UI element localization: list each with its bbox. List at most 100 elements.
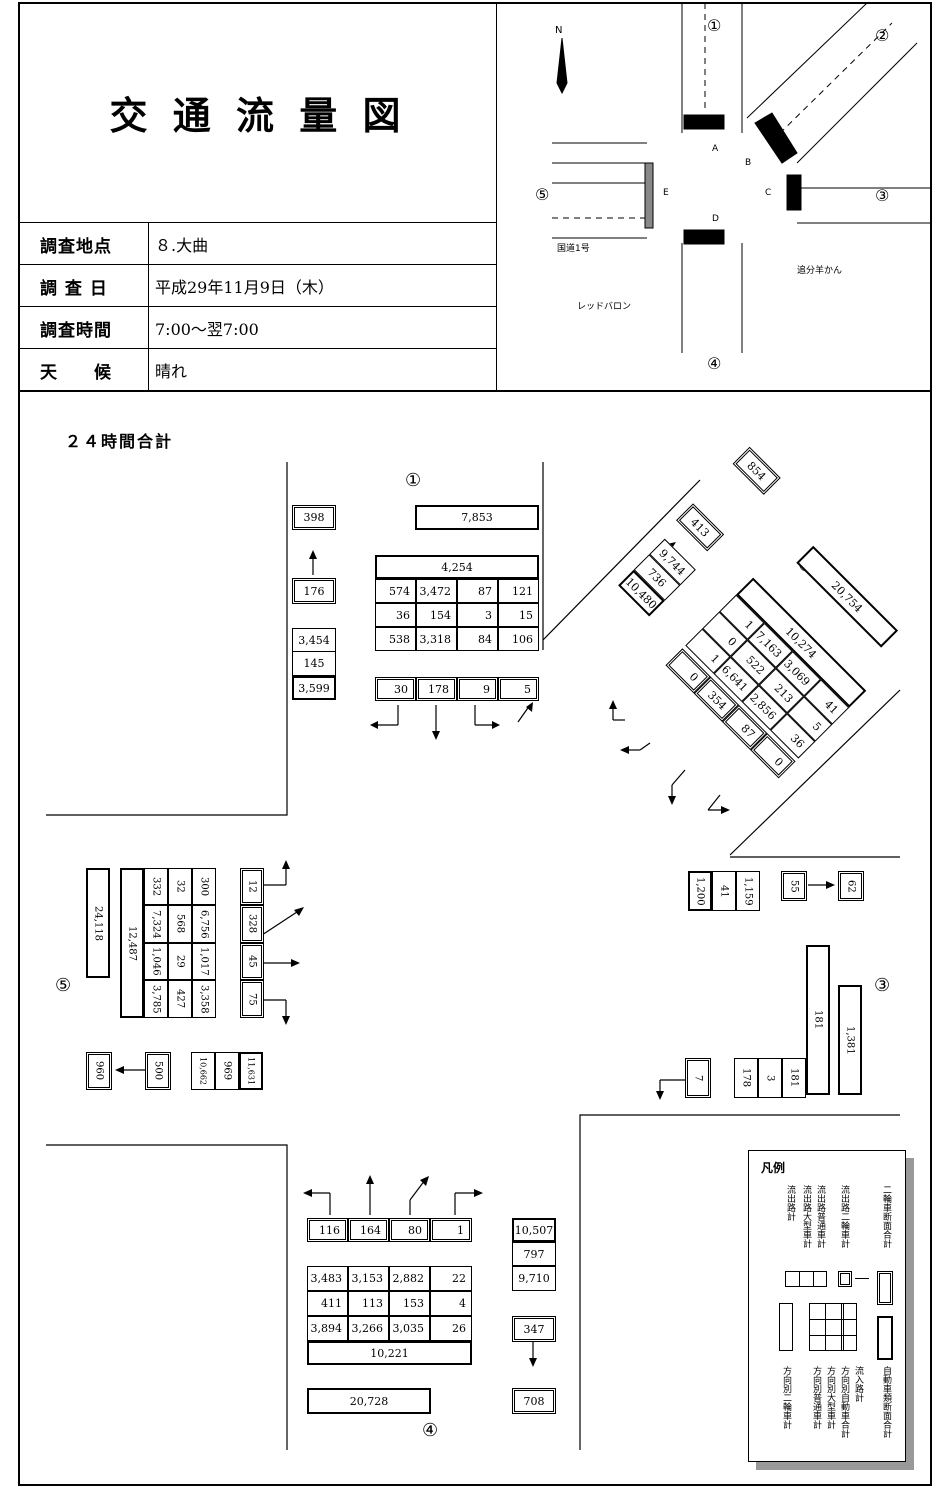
arm3-bike-dir: 7 bbox=[685, 1058, 711, 1098]
grid-cell: 181 bbox=[782, 1058, 806, 1098]
grid-cell: 3,266 bbox=[348, 1316, 389, 1341]
arm5-grid: 332 32 300 7,324 568 6,756 1,046 29 1,01… bbox=[144, 868, 216, 1018]
arm1-bike-section: 398 bbox=[292, 505, 336, 530]
info-row-time: 調査時間 7:00～翌7:00 bbox=[20, 306, 497, 349]
grid-cell: 332 bbox=[144, 868, 168, 905]
header-divider-h bbox=[19, 390, 931, 392]
legend-bike-section-symbol bbox=[877, 1271, 893, 1305]
arm4-bike-dir: 116 bbox=[307, 1218, 348, 1242]
arm5-section-total: 24,118 bbox=[86, 868, 110, 978]
info-value: 平成29年11月9日（木） bbox=[148, 265, 497, 307]
arm4-section-total: 20,728 bbox=[307, 1388, 431, 1414]
arm1-bike-out: 176 bbox=[292, 578, 336, 604]
grid-cell: 113 bbox=[348, 1291, 389, 1316]
arm4-cross-value: 797 bbox=[512, 1242, 556, 1266]
legend-box: 凡例 流出路計 流出路大型車計 流出路普通車計 流出路二輪車計 二輪車断面合計 … bbox=[748, 1150, 906, 1462]
map-marker-5: ⑤ bbox=[535, 185, 549, 204]
grid-cell: 1,017 bbox=[192, 943, 216, 980]
legend-grid-symbol bbox=[809, 1303, 857, 1351]
arm3-cross-value: 1,200 bbox=[688, 871, 712, 911]
grid-cell: 2,882 bbox=[389, 1266, 430, 1291]
grid-cell: 3,153 bbox=[348, 1266, 389, 1291]
legend-bike-symbol bbox=[838, 1271, 852, 1287]
arm1-bike-dir: 9 bbox=[457, 677, 498, 701]
map-marker-3: ③ bbox=[875, 186, 889, 205]
arm4-bike-dir: 80 bbox=[389, 1218, 430, 1242]
arm5-bike-out: 500 bbox=[145, 1052, 171, 1090]
arm5-label: ⑤ bbox=[55, 975, 72, 996]
location-map: N ① ② ③ ④ ⑤ 国道1号 レッドバロン 追分羊かん A B C D E bbox=[535, 3, 930, 373]
grid-cell: 87 bbox=[457, 579, 498, 603]
grid-cell: 4 bbox=[430, 1291, 472, 1316]
grid-cell: 411 bbox=[307, 1291, 348, 1316]
grid-cell: 3,035 bbox=[389, 1316, 430, 1341]
arm5-bike-dir: 75 bbox=[240, 980, 264, 1018]
legend-bottom-label: 方向別大型車計 bbox=[825, 1366, 835, 1429]
map-marker-4: ④ bbox=[707, 354, 721, 373]
grid-cell: 574 bbox=[375, 579, 416, 603]
arm1-cross-value: 145 bbox=[292, 652, 336, 676]
grid-cell: 3 bbox=[758, 1058, 782, 1098]
grid-cell: 36 bbox=[375, 603, 416, 627]
grid-cell: 3,318 bbox=[416, 627, 457, 651]
legend-top-label: 流出路大型車計 bbox=[801, 1185, 811, 1248]
map-place-oiwake: 追分羊かん bbox=[797, 264, 842, 276]
arm3-bike-out: 55 bbox=[781, 871, 807, 901]
arm4-cross-value: 9,710 bbox=[512, 1266, 556, 1291]
info-row-weather: 天 候 晴れ bbox=[20, 348, 497, 391]
arm4-bike-section: 708 bbox=[512, 1388, 556, 1414]
arm4-bike-out: 347 bbox=[512, 1316, 556, 1342]
section-title: ２４時間合計 bbox=[65, 432, 174, 451]
grid-cell: 29 bbox=[168, 943, 192, 980]
arm4-bike-dir: 164 bbox=[348, 1218, 389, 1242]
arm5-bike-dir: 12 bbox=[240, 868, 264, 905]
grid-cell: 15 bbox=[498, 603, 539, 627]
arm4-inflow-total: 10,221 bbox=[307, 1341, 472, 1365]
legend-arrow-icon bbox=[855, 1278, 869, 1279]
grid-cell: 1,046 bbox=[144, 943, 168, 980]
arm1-outflow-total: 7,853 bbox=[415, 505, 539, 530]
arm5-cross-value: 11,631 bbox=[239, 1052, 263, 1090]
arm5-cross-value: 10,662 bbox=[191, 1052, 215, 1090]
legend-bottom-label: 方向別二輪車計 bbox=[781, 1366, 791, 1429]
map-north-label: N bbox=[555, 25, 562, 36]
grid-cell: 84 bbox=[457, 627, 498, 651]
grid-cell: 538 bbox=[375, 627, 416, 651]
legend-title: 凡例 bbox=[761, 1161, 786, 1175]
legend-top-label: 流出路普通車計 bbox=[815, 1185, 825, 1248]
arm5-bike-dir: 328 bbox=[240, 905, 264, 943]
info-label: 天 候 bbox=[40, 362, 112, 383]
arm1-cross-value: 3,599 bbox=[292, 676, 336, 700]
arm4-cross-value: 10,507 bbox=[512, 1218, 556, 1242]
grid-cell: 3,358 bbox=[192, 980, 216, 1018]
grid-cell: 3,785 bbox=[144, 980, 168, 1018]
legend-inflow-symbol bbox=[843, 1303, 857, 1351]
arm5-bike-section: 960 bbox=[86, 1052, 112, 1090]
arm1-cross-value: 3,454 bbox=[292, 628, 336, 652]
legend-top-label: 流出路二輪車計 bbox=[839, 1185, 849, 1248]
info-label: 調 査 日 bbox=[40, 278, 108, 299]
map-crossing-b: B bbox=[745, 158, 751, 168]
arm1-bike-dir: 30 bbox=[375, 677, 416, 701]
legend-bottom-label: 流入路計 bbox=[853, 1366, 863, 1402]
info-row-date: 調 査 日 平成29年11月9日（木） bbox=[20, 264, 497, 307]
arm1-inflow-total: 4,254 bbox=[375, 555, 539, 579]
grid-cell: 154 bbox=[416, 603, 457, 627]
map-crossing-e: E bbox=[663, 188, 669, 198]
grid-cell: 106 bbox=[498, 627, 539, 651]
grid-cell: 153 bbox=[389, 1291, 430, 1316]
page-title: 交 通 流 量 図 bbox=[109, 94, 407, 138]
arm5-bike-dir: 45 bbox=[240, 943, 264, 980]
north-arrow-icon bbox=[556, 37, 568, 95]
arm4-grid: 3,483 3,153 2,882 22 411 113 153 4 3,894… bbox=[307, 1266, 472, 1341]
info-value: 7:00～翌7:00 bbox=[148, 307, 497, 349]
arm3-label: ③ bbox=[874, 975, 891, 996]
arm4-label: ④ bbox=[422, 1420, 439, 1441]
legend-outflow-symbol bbox=[785, 1271, 827, 1287]
arm1-bike-dir: 5 bbox=[498, 677, 539, 701]
arm4-bike-dir: 1 bbox=[430, 1218, 472, 1242]
grid-cell: 178 bbox=[734, 1058, 758, 1098]
legend-bottom-label: 自動車類断面合計 bbox=[881, 1366, 891, 1438]
map-crossing-a: A bbox=[712, 144, 719, 154]
page-frame bbox=[18, 2, 932, 1486]
